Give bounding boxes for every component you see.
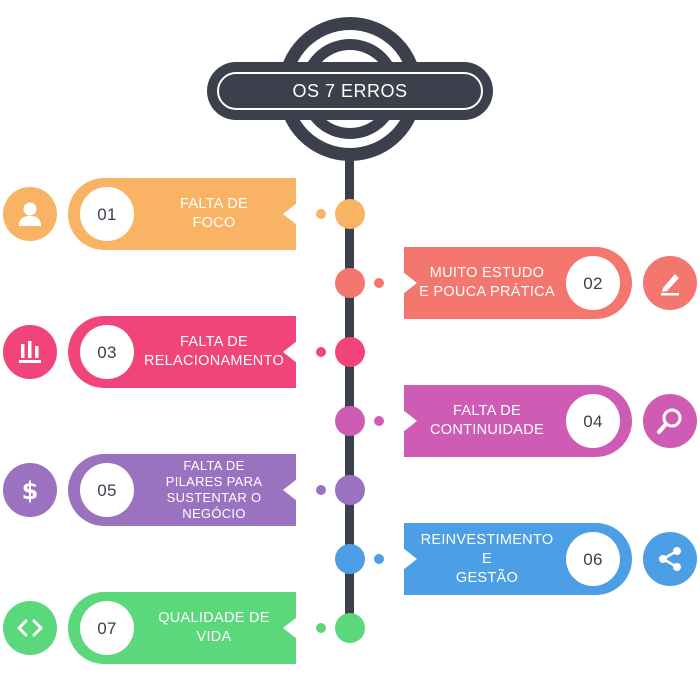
timeline-node [335, 544, 365, 574]
step-card: 01 FALTA DE FOCO [68, 178, 297, 250]
connector-dot [316, 485, 326, 495]
user-icon [3, 187, 57, 241]
card-notch [283, 203, 297, 225]
timeline-node [335, 268, 365, 298]
step-02: MUITO ESTUDO E POUCA PRÁTICA 02 [0, 247, 700, 319]
pencil-icon [643, 256, 697, 310]
connector-dot [374, 554, 384, 564]
share-icon [643, 532, 697, 586]
svg-text:$: $ [22, 477, 39, 505]
page-title: OS 7 ERROS [217, 72, 483, 110]
step-card: 07 QUALIDADE DE VIDA [68, 592, 297, 664]
timeline-node [335, 475, 365, 505]
step-label: MUITO ESTUDO E POUCA PRÁTICA [419, 265, 555, 300]
step-label: FALTA DE RELACIONAMENTO [143, 334, 285, 369]
step-label: REINVESTIMENTO E GESTÃO [420, 531, 554, 586]
connector-dot [316, 623, 326, 633]
step-card: REINVESTIMENTO E GESTÃO 06 [403, 523, 632, 595]
step-06: REINVESTIMENTO E GESTÃO 06 [0, 523, 700, 595]
step-label: FALTA DE PILARES PARA SUSTENTAR O NEGÓCI… [165, 458, 263, 521]
step-card: FALTA DE CONTINUIDADE 04 [403, 385, 632, 457]
timeline-node [335, 337, 365, 367]
timeline-line [345, 150, 354, 640]
card-notch [283, 617, 297, 639]
step-04: FALTA DE CONTINUIDADE 04 [0, 385, 700, 457]
step-07: 07 QUALIDADE DE VIDA [0, 592, 700, 664]
magnifier-icon [643, 394, 697, 448]
connector-dot [374, 278, 384, 288]
card-notch [403, 548, 417, 570]
step-number: 05 [80, 463, 134, 517]
timeline-node [335, 406, 365, 436]
step-number: 07 [80, 601, 134, 655]
step-card: 03 FALTA DE RELACIONAMENTO [68, 316, 297, 388]
step-label: QUALIDADE DE VIDA [158, 610, 270, 645]
step-label: FALTA DE FOCO [180, 196, 248, 231]
card-notch [283, 479, 297, 501]
step-number: 03 [80, 325, 134, 379]
bar-chart-icon [3, 325, 57, 379]
step-card: 05 FALTA DE PILARES PARA SUSTENTAR O NEG… [68, 454, 297, 526]
step-label: FALTA DE CONTINUIDADE [430, 403, 544, 438]
step-number: 04 [566, 394, 620, 448]
step-05: $ 05 FALTA DE PILARES PARA SUSTENTAR O N… [0, 454, 700, 526]
dollar-icon: $ [3, 463, 57, 517]
connector-dot [316, 209, 326, 219]
code-icon [3, 601, 57, 655]
card-notch [403, 410, 417, 432]
title-pill [207, 62, 493, 120]
step-01: 01 FALTA DE FOCO [0, 178, 700, 250]
timeline-node [335, 613, 365, 643]
card-notch [403, 272, 417, 294]
step-number: 06 [566, 532, 620, 586]
connector-dot [374, 416, 384, 426]
step-number: 02 [566, 256, 620, 310]
step-number: 01 [80, 187, 134, 241]
step-card: MUITO ESTUDO E POUCA PRÁTICA 02 [403, 247, 632, 319]
step-03: 03 FALTA DE RELACIONAMENTO [0, 316, 700, 388]
connector-dot [316, 347, 326, 357]
card-notch [283, 341, 297, 363]
timeline-node [335, 199, 365, 229]
